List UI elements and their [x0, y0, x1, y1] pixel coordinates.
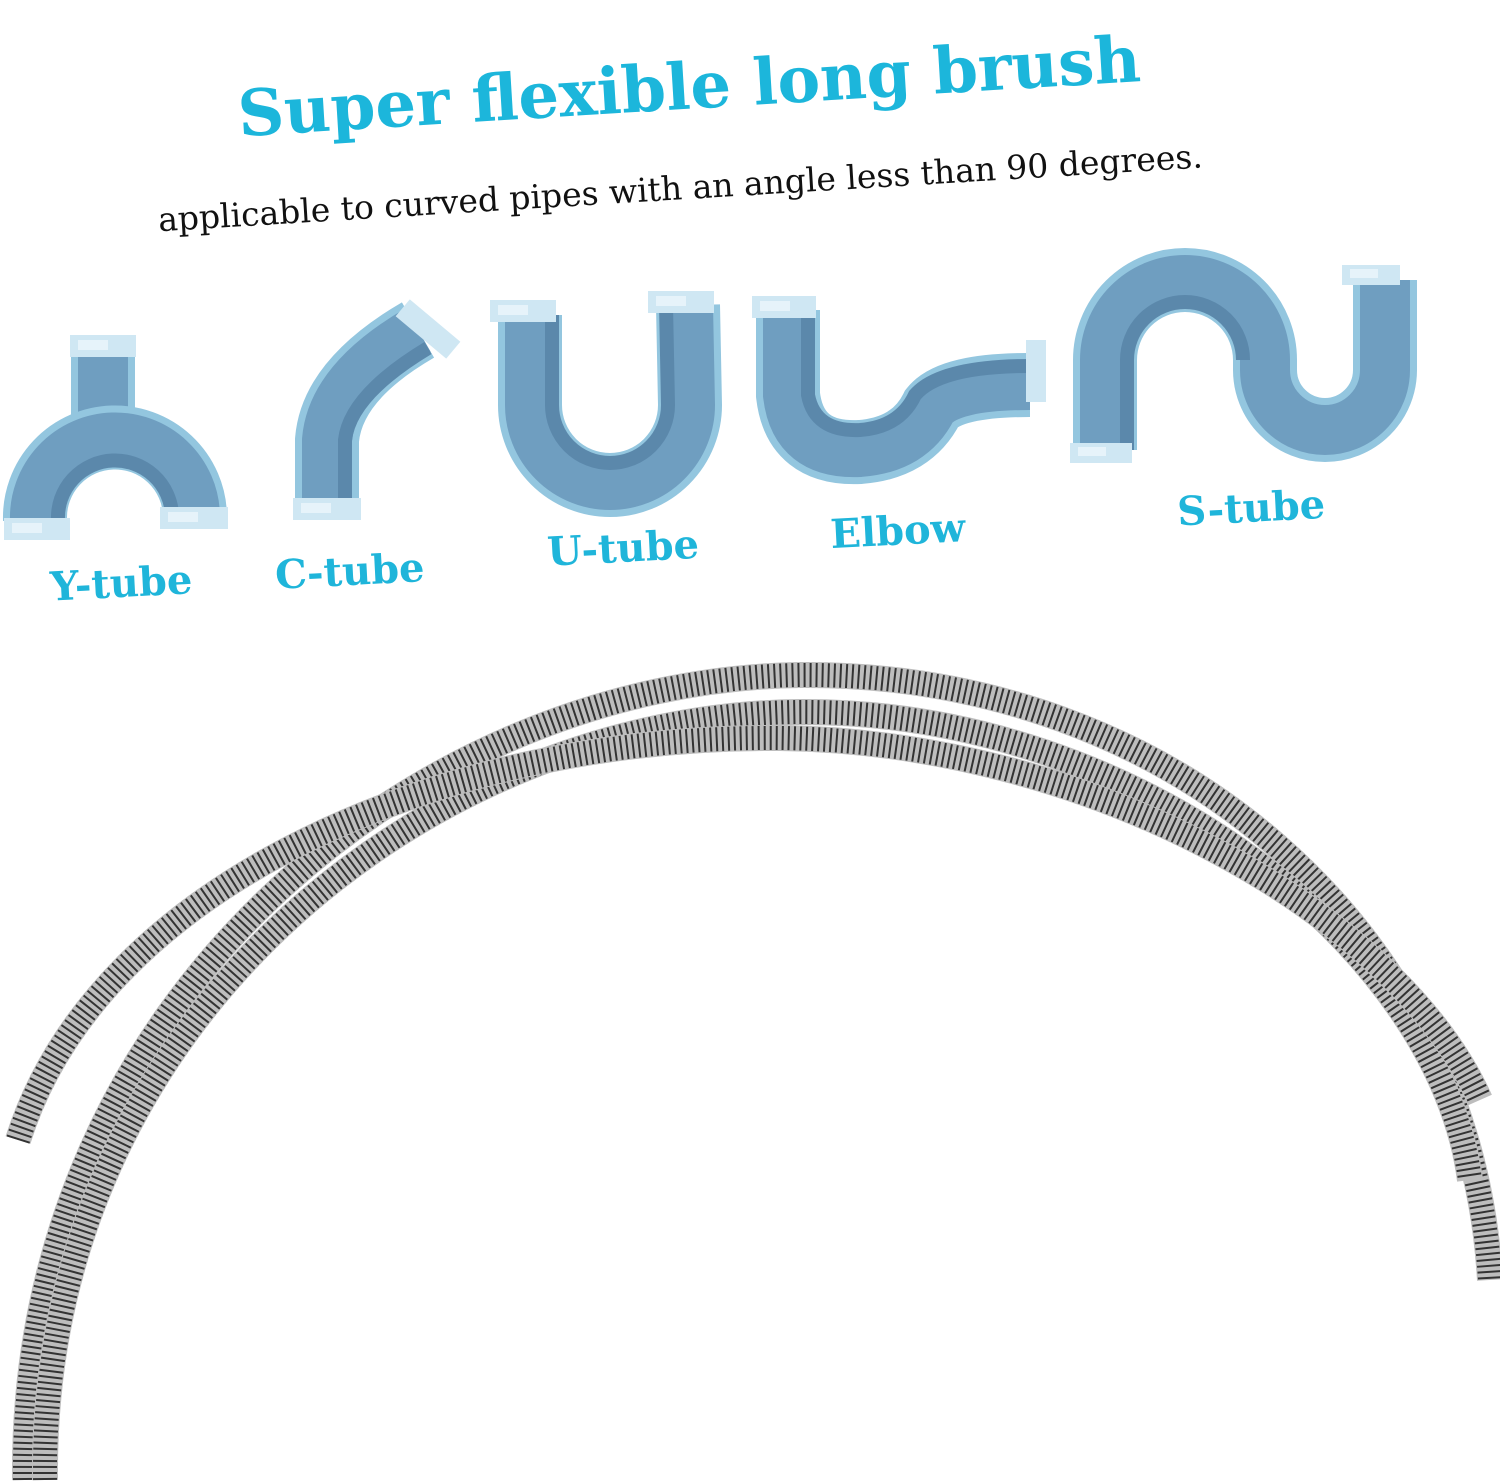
subtitle: applicable to curved pipes with an angle…	[157, 136, 1204, 239]
pipe-label-s-tube: S-tube	[1176, 481, 1326, 536]
spring-coil-brush-image	[5, 661, 1500, 1481]
y-tube-pipe-icon	[2, 335, 228, 540]
pipe-label-elbow: Elbow	[829, 504, 968, 558]
u-tube-pipe-icon	[490, 291, 723, 517]
page-title: Super flexible long brush	[236, 22, 1143, 152]
s-tube-pipe-icon	[1070, 248, 1417, 463]
elbow-pipe-icon	[752, 296, 1046, 485]
c-tube-pipe-icon	[293, 299, 461, 520]
pipe-label-c-tube: C-tube	[274, 544, 426, 599]
pipe-label-u-tube: U-tube	[546, 521, 700, 576]
pipe-label-y-tube: Y-tube	[48, 556, 193, 610]
